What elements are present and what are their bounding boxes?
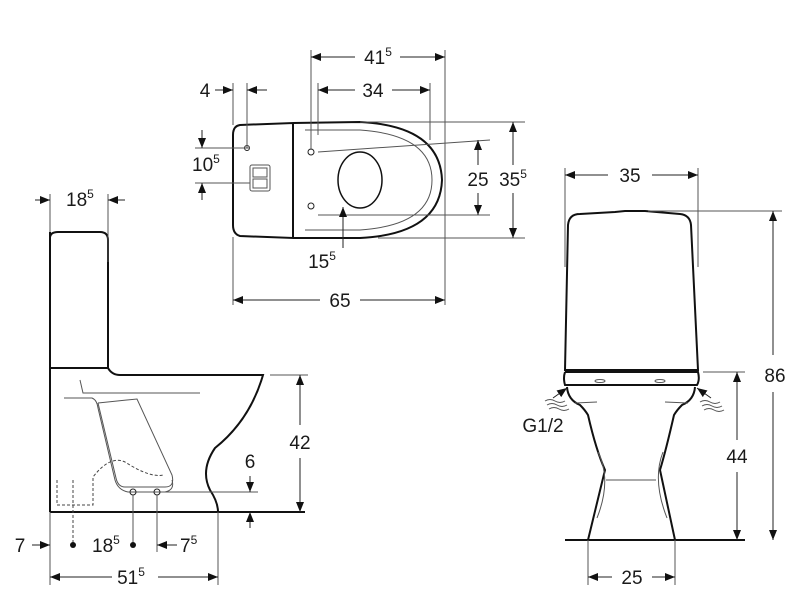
water-inlet-icon-right xyxy=(699,400,725,412)
hinge-hole xyxy=(307,202,315,210)
dim-label-top-seat-width: 34 xyxy=(362,81,384,102)
seat-front-outline xyxy=(563,371,700,386)
dim-label-front-base-width: 25 xyxy=(621,568,642,589)
dim-label-side-wall-offset: 7 xyxy=(15,536,26,557)
pedestal-front-outline xyxy=(566,386,696,541)
outlet-center-marker xyxy=(70,542,76,548)
dim-label-top-hinge-spacing: 25 xyxy=(467,170,488,191)
dim-label-side-fixing-height: 6 xyxy=(245,452,256,473)
bowl-side-outline xyxy=(107,367,265,513)
seat-outline xyxy=(305,129,433,231)
fixing-center-marker xyxy=(130,542,136,548)
dim-label-front-total-height: 86 xyxy=(764,366,785,387)
dim-label-front-tank-width: 35 xyxy=(619,166,640,187)
dim-label-top-hinge-offset: 155 xyxy=(308,249,336,273)
top-view: 415 34 4 105 25 355 155 65 xyxy=(192,45,527,312)
dim-label-side-fixing-offset: 75 xyxy=(180,533,198,557)
dim-label-top-overall-depth: 355 xyxy=(499,167,527,191)
tank-side-outline xyxy=(49,231,109,512)
side-view: 185 42 6 7 185 75 515 xyxy=(15,187,311,589)
water-inlet-icon-left xyxy=(544,399,570,411)
dim-label-top-overall-length: 65 xyxy=(329,291,350,312)
tank-front-outline xyxy=(563,210,700,371)
dim-label-front-seat-height: 44 xyxy=(726,447,748,468)
flush-button-half xyxy=(252,167,268,178)
bowl-top-outline xyxy=(292,120,444,239)
dim-label-front-water-inlet: G1/2 xyxy=(522,416,563,437)
dim-label-top-overall-width: 415 xyxy=(364,45,392,69)
dim-label-top-control-height: 105 xyxy=(192,152,220,176)
seat-opening xyxy=(337,151,383,209)
hinge-hole xyxy=(594,379,606,383)
dim-label-side-tank-depth: 185 xyxy=(66,187,94,211)
hinge-hole xyxy=(654,379,666,383)
dim-label-side-outlet-spacing: 185 xyxy=(92,533,120,557)
tank-top-outline xyxy=(232,121,294,240)
dim-label-side-overall-length: 515 xyxy=(117,565,145,589)
flush-button-full xyxy=(252,178,268,189)
dim-label-top-tank-offset: 4 xyxy=(200,81,211,102)
flush-button-icon xyxy=(249,164,271,192)
front-view: G1/2 35 86 44 25 xyxy=(522,166,785,589)
dim-label-side-seat-height: 42 xyxy=(289,433,310,454)
